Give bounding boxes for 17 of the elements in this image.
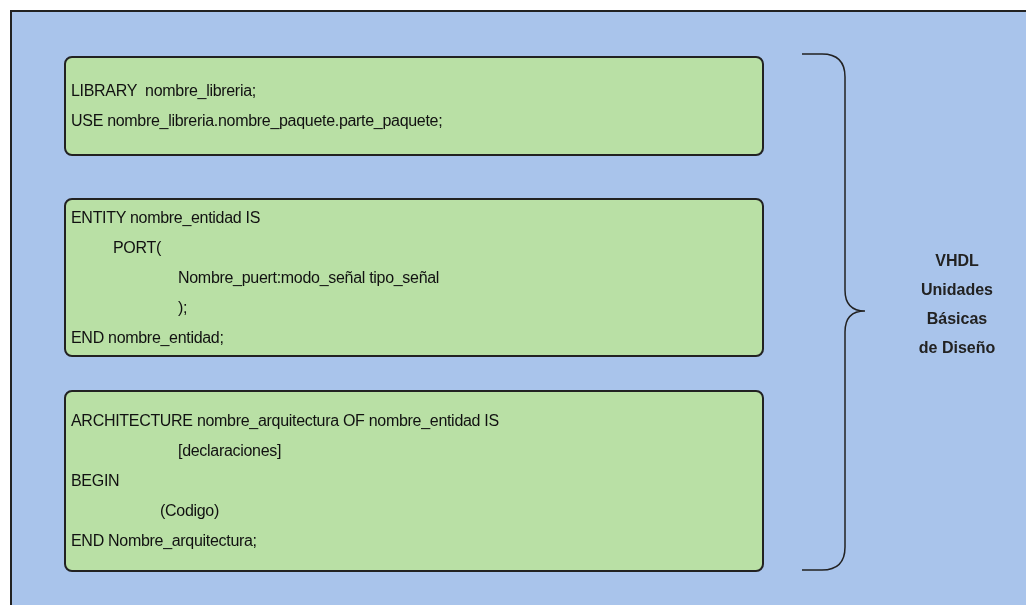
code-line: ARCHITECTURE nombre_arquitectura OF nombre_entidad IS — [71, 411, 499, 431]
code-line: ); — [178, 297, 188, 318]
code-line: END nombre_entidad; — [71, 327, 224, 348]
code-line: (Codigo) — [160, 501, 219, 521]
brace-label: VHDL Unidades Básicas de Diseño — [917, 251, 997, 358]
code-line: ENTITY nombre_entidad IS — [71, 207, 261, 228]
code-line: BEGIN — [71, 471, 120, 491]
code-block-box — [64, 390, 764, 572]
panel-background — [10, 10, 1026, 605]
code-line: [declaraciones] — [178, 441, 282, 461]
code-line: USE nombre_libreria.nombre_paquete.parte_paquete; — [71, 111, 443, 131]
code-line: PORT( — [113, 237, 161, 258]
code-block-box — [64, 56, 764, 156]
code-line: Nombre_puert:modo_señal tipo_señal — [178, 267, 440, 288]
code-line: END Nombre_arquitectura; — [71, 531, 257, 551]
code-line: LIBRARY nombre_libreria; — [71, 81, 256, 101]
code-block-box — [64, 198, 764, 357]
